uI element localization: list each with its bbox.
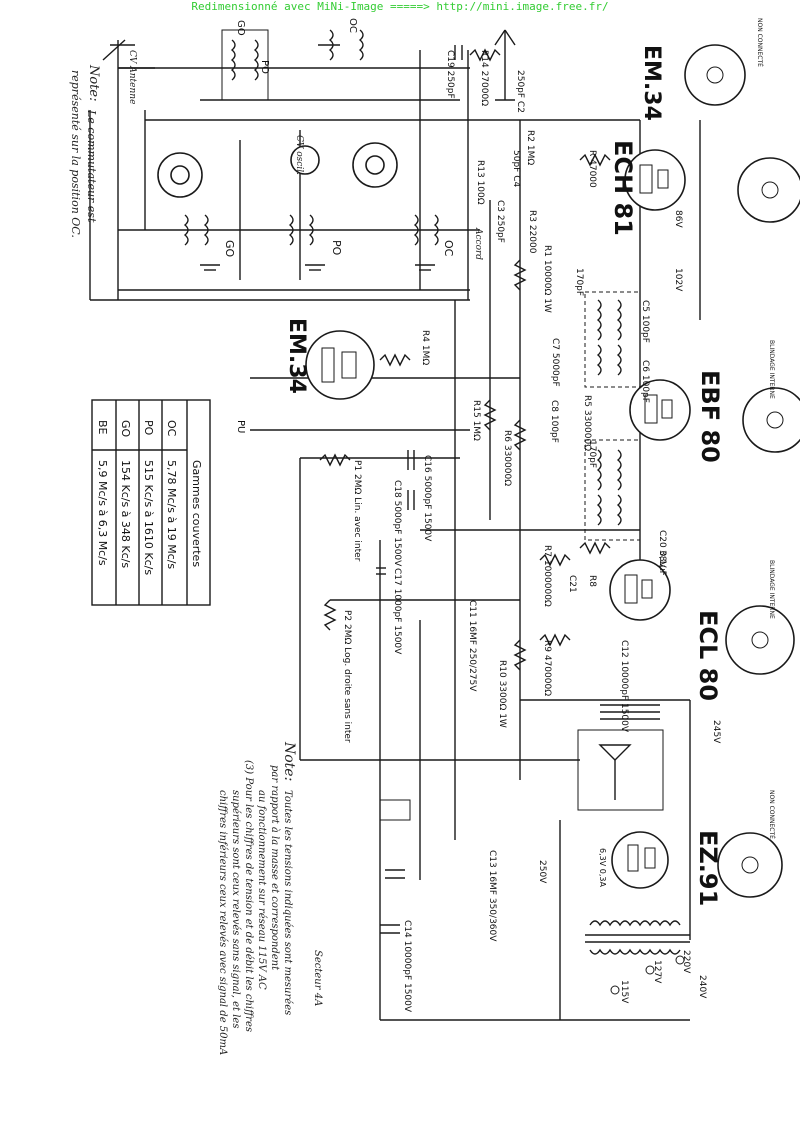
label-r8: R8 bbox=[587, 575, 597, 587]
label-c19: C19 250pF bbox=[445, 50, 455, 99]
tube-label-em34-top: EM.34 bbox=[639, 45, 664, 121]
label-accord: Accord bbox=[473, 227, 483, 260]
output-stage bbox=[577, 704, 664, 811]
label-cv-oscil: CV oscil. bbox=[294, 135, 304, 175]
label-r1: R1 10000Ω 1W bbox=[542, 245, 552, 313]
label-po-mid: PO bbox=[330, 240, 343, 256]
gammes-row-be-band: BE bbox=[96, 420, 109, 435]
label-r13: R13 100Ω bbox=[475, 160, 485, 205]
gammes-row-go-range: 154 Kc/s à 348 Kc/s bbox=[119, 460, 132, 568]
ebf80-tube bbox=[629, 379, 800, 453]
note-bottom-title: Note: bbox=[281, 741, 297, 781]
ecl80-tube bbox=[609, 559, 795, 675]
gammes-title: Gammes couvertes bbox=[190, 460, 203, 567]
label-v170a: 170pF bbox=[574, 268, 584, 296]
label-c7: C7 5000pF bbox=[550, 338, 560, 387]
if-transformers bbox=[584, 291, 641, 541]
gammes-table-frame bbox=[91, 399, 211, 606]
label-c2: 250pF C2 bbox=[515, 70, 525, 113]
em34-top-socket bbox=[684, 44, 746, 106]
label-r14: R14 27000Ω bbox=[479, 50, 489, 106]
label-c8: C8 100pF bbox=[549, 400, 559, 443]
label-secteur: Secteur 4A bbox=[312, 950, 323, 1006]
label-c6: C6 100pF bbox=[640, 360, 650, 403]
label-blindage-interne-2: BLINDAGE INTERNE bbox=[768, 560, 775, 619]
note-bottom-line6: chiffres inférieurs ceux relevés avec si… bbox=[217, 790, 228, 1055]
tube-label-ez91: EZ.91 bbox=[694, 830, 722, 906]
label-v220: 220V bbox=[681, 950, 691, 974]
gammes-row-be-range: 5,9 Mc/s à 6,3 Mc/s bbox=[96, 460, 109, 566]
label-oc-mid: OC bbox=[442, 240, 455, 257]
label-v127: 127V bbox=[652, 960, 662, 984]
ech81-tube bbox=[579, 149, 800, 223]
resize-banner: Redimensionné avec MiNi-Image =====> htt… bbox=[191, 0, 609, 13]
label-oc-top: OC bbox=[347, 18, 358, 33]
label-r47000: R 47000 bbox=[587, 150, 597, 188]
gammes-row-po-band: PO bbox=[142, 420, 155, 436]
em34-mid-tube bbox=[305, 330, 411, 400]
note-top-line2: représenté sur la position OC. bbox=[69, 70, 82, 238]
label-c12: C12 10000pF 1500V bbox=[619, 640, 629, 733]
label-c21: C21 bbox=[567, 575, 577, 593]
label-cv-antenne: CV Antenne bbox=[127, 50, 137, 104]
label-c3: C3 250pF bbox=[495, 200, 505, 243]
note-bottom-line2: par rapport à la masse et correspondent bbox=[269, 765, 280, 971]
label-v38: 38V bbox=[657, 550, 667, 568]
rf-section bbox=[102, 29, 640, 300]
label-c5: C5 100pF bbox=[640, 300, 650, 343]
label-c17: C17 1000pF 1500V bbox=[392, 568, 402, 655]
label-pu: PU bbox=[235, 420, 246, 433]
label-v86: 86V bbox=[673, 210, 683, 228]
label-v245: 245V bbox=[711, 720, 721, 744]
label-v240: 240V bbox=[697, 975, 707, 999]
label-chauffage: 6,3V 0,3A bbox=[598, 848, 607, 887]
note-bottom-line4: (3) Pour les chiffres de tension et de d… bbox=[243, 760, 254, 1032]
gammes-row-oc-band: OC bbox=[165, 420, 178, 437]
label-go-top: GO bbox=[235, 20, 246, 36]
note-bottom-line1: Toutes les tensions indiquées sont mesur… bbox=[282, 790, 293, 1015]
label-r2: R2 1MΩ bbox=[525, 130, 535, 165]
tube-label-em34-mid: EM.34 bbox=[284, 318, 309, 394]
note-bottom-line5: supérieurs sont ceux relevés sans signal… bbox=[230, 790, 241, 1028]
note-top-line1: Le commutateur est bbox=[85, 109, 98, 223]
gammes-row-go-band: GO bbox=[119, 420, 132, 438]
label-c11: C11 16MF 250/275V bbox=[467, 600, 477, 692]
label-p2: P2 2MΩ Log. droite sans inter bbox=[342, 610, 352, 743]
label-p1: P1 2MΩ Lin. avec inter bbox=[352, 460, 362, 562]
resistor-column bbox=[319, 259, 611, 934]
tube-label-ech81: ECH 81 bbox=[609, 140, 637, 236]
label-r15: R15 1MΩ bbox=[471, 400, 481, 441]
label-c20: C20 0,1µF bbox=[657, 530, 667, 576]
gammes-row-po-range: 515 Kc/s à 1610 Kc/s bbox=[142, 460, 155, 575]
label-po-top: PO bbox=[259, 60, 270, 74]
label-non-connecte-top: NON CONNECTÉ bbox=[756, 18, 764, 67]
label-v250: 250V bbox=[537, 860, 547, 884]
ez91-tube bbox=[611, 831, 783, 898]
label-r6: R6 330000Ω bbox=[502, 430, 512, 486]
tube-label-ebf80: EBF 80 bbox=[696, 370, 724, 463]
tube-label-ecl80: ECL 80 bbox=[694, 610, 722, 701]
label-c4: 50pF C4 bbox=[511, 150, 521, 187]
label-c13: C13 16MF 350/360V bbox=[487, 850, 497, 942]
label-r5: R5 330000Ω bbox=[582, 395, 592, 451]
power-transformer bbox=[585, 920, 690, 995]
note-bottom-line3: au fonctionnement sur réseau 115V AC bbox=[256, 790, 267, 990]
label-v102: 102V bbox=[673, 268, 683, 292]
label-c18: C18 5000pF 1500V bbox=[392, 480, 402, 567]
label-r9: R9 470000Ω bbox=[542, 640, 552, 696]
label-c14: C14 10000pF 1500V bbox=[402, 920, 412, 1013]
label-blindage-interne-1: BLINDAGE INTERNE bbox=[768, 340, 775, 399]
gammes-row-oc-range: 5,78 Mc/s à 19 Mc/s bbox=[165, 460, 178, 569]
label-c16: C16 5000pF 1500V bbox=[422, 455, 432, 542]
label-non-connecte-bottom: NON CONNECTÉ bbox=[768, 790, 776, 839]
label-r3: R3 22000 bbox=[527, 210, 537, 254]
label-v170b: 170pF bbox=[587, 440, 597, 468]
label-go-mid: GO bbox=[223, 240, 236, 258]
note-top-title: Note: bbox=[86, 64, 101, 102]
label-r7: R7 1000000Ω bbox=[542, 545, 552, 607]
label-r4: R4 1MΩ bbox=[420, 330, 430, 365]
label-v115: 115V bbox=[619, 980, 629, 1004]
label-r10: R10 3300Ω 1W bbox=[497, 660, 507, 728]
